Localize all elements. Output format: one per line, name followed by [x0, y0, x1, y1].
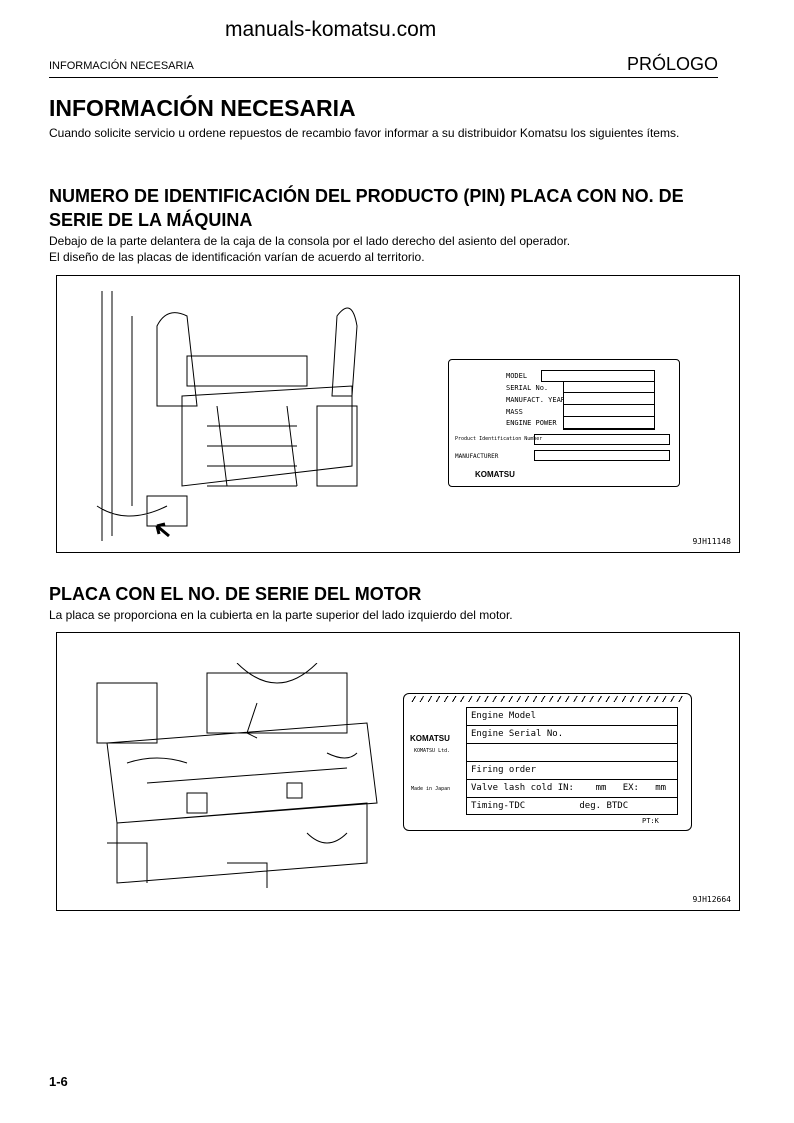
plate-table: Engine Model Engine Serial No. Firing or… [466, 707, 678, 815]
figure-machine-plate: MODEL SERIAL No. MANUFACT. YEAR MASS ENG… [56, 275, 740, 553]
section1-line2: El diseño de las placas de identificació… [49, 250, 425, 264]
plate-hatch [408, 696, 686, 702]
section2-line1: La placa se proporciona en la cubierta e… [49, 608, 513, 622]
plate-model-label: MODEL [506, 372, 528, 380]
page-title: INFORMACIÓN NECESARIA [49, 95, 356, 121]
section1-line1: Debajo de la parte delantera de la caja … [49, 234, 571, 248]
intro-text: Cuando solicite servicio u ordene repues… [49, 126, 680, 140]
section2-heading: PLACA CON EL NO. DE SERIE DEL MOTOR [49, 584, 422, 604]
operator-seat-illustration [96, 291, 358, 541]
machine-id-plate: MODEL SERIAL No. MANUFACT. YEAR MASS ENG… [448, 359, 680, 487]
komatsu-logo: KOMATSU [410, 734, 450, 743]
plate-firing-order: Firing order [467, 762, 677, 780]
page-number: 1-6 [49, 1074, 68, 1089]
section1-heading: NUMERO DE IDENTIFICACIÓN DEL PRODUCTO (P… [49, 186, 684, 230]
figure1-code: 9JH11148 [692, 537, 731, 546]
komatsu-logo: KOMATSU [475, 470, 515, 479]
figure2-code: 9JH12664 [692, 895, 731, 904]
engine-illustration [96, 663, 378, 888]
plate-engine-model: Engine Model [467, 708, 677, 726]
header-chapter: PRÓLOGO [626, 54, 718, 74]
watermark: manuals-komatsu.com [225, 18, 437, 41]
plate-engine-serial: Engine Serial No. [467, 726, 677, 744]
plate-mass-label: MASS [506, 408, 523, 416]
header-section: INFORMACIÓN NECESARIA [49, 60, 194, 72]
plate-timing: Timing-TDC deg. BTDC [471, 801, 629, 811]
plate-pt-code: PT:K [642, 817, 659, 825]
plate-serial-label: SERIAL No. [506, 384, 549, 392]
figure-engine-plate: KOMATSU KOMATSU Ltd. Made in Japan Engin… [56, 632, 740, 911]
plate-company: KOMATSU Ltd. [414, 748, 451, 754]
plate-valve-lash: Valve lash cold IN: mm EX: mm [467, 780, 677, 798]
plate-year-label: MANUFACT. YEAR [506, 396, 566, 404]
engine-serial-plate: KOMATSU KOMATSU Ltd. Made in Japan Engin… [403, 693, 692, 831]
plate-power-label: ENGINE POWER [506, 419, 557, 427]
plate-blank-row [467, 744, 677, 762]
header-divider [49, 77, 718, 78]
plate-pin-label: Product Identification Number [455, 436, 543, 442]
plate-made-in: Made in Japan [411, 786, 451, 792]
plate-pin-field [534, 434, 670, 445]
plate-fields [563, 381, 655, 430]
plate-manufacturer-label: MANUFACTURER [455, 453, 499, 460]
plate-manufacturer-field [534, 450, 670, 461]
